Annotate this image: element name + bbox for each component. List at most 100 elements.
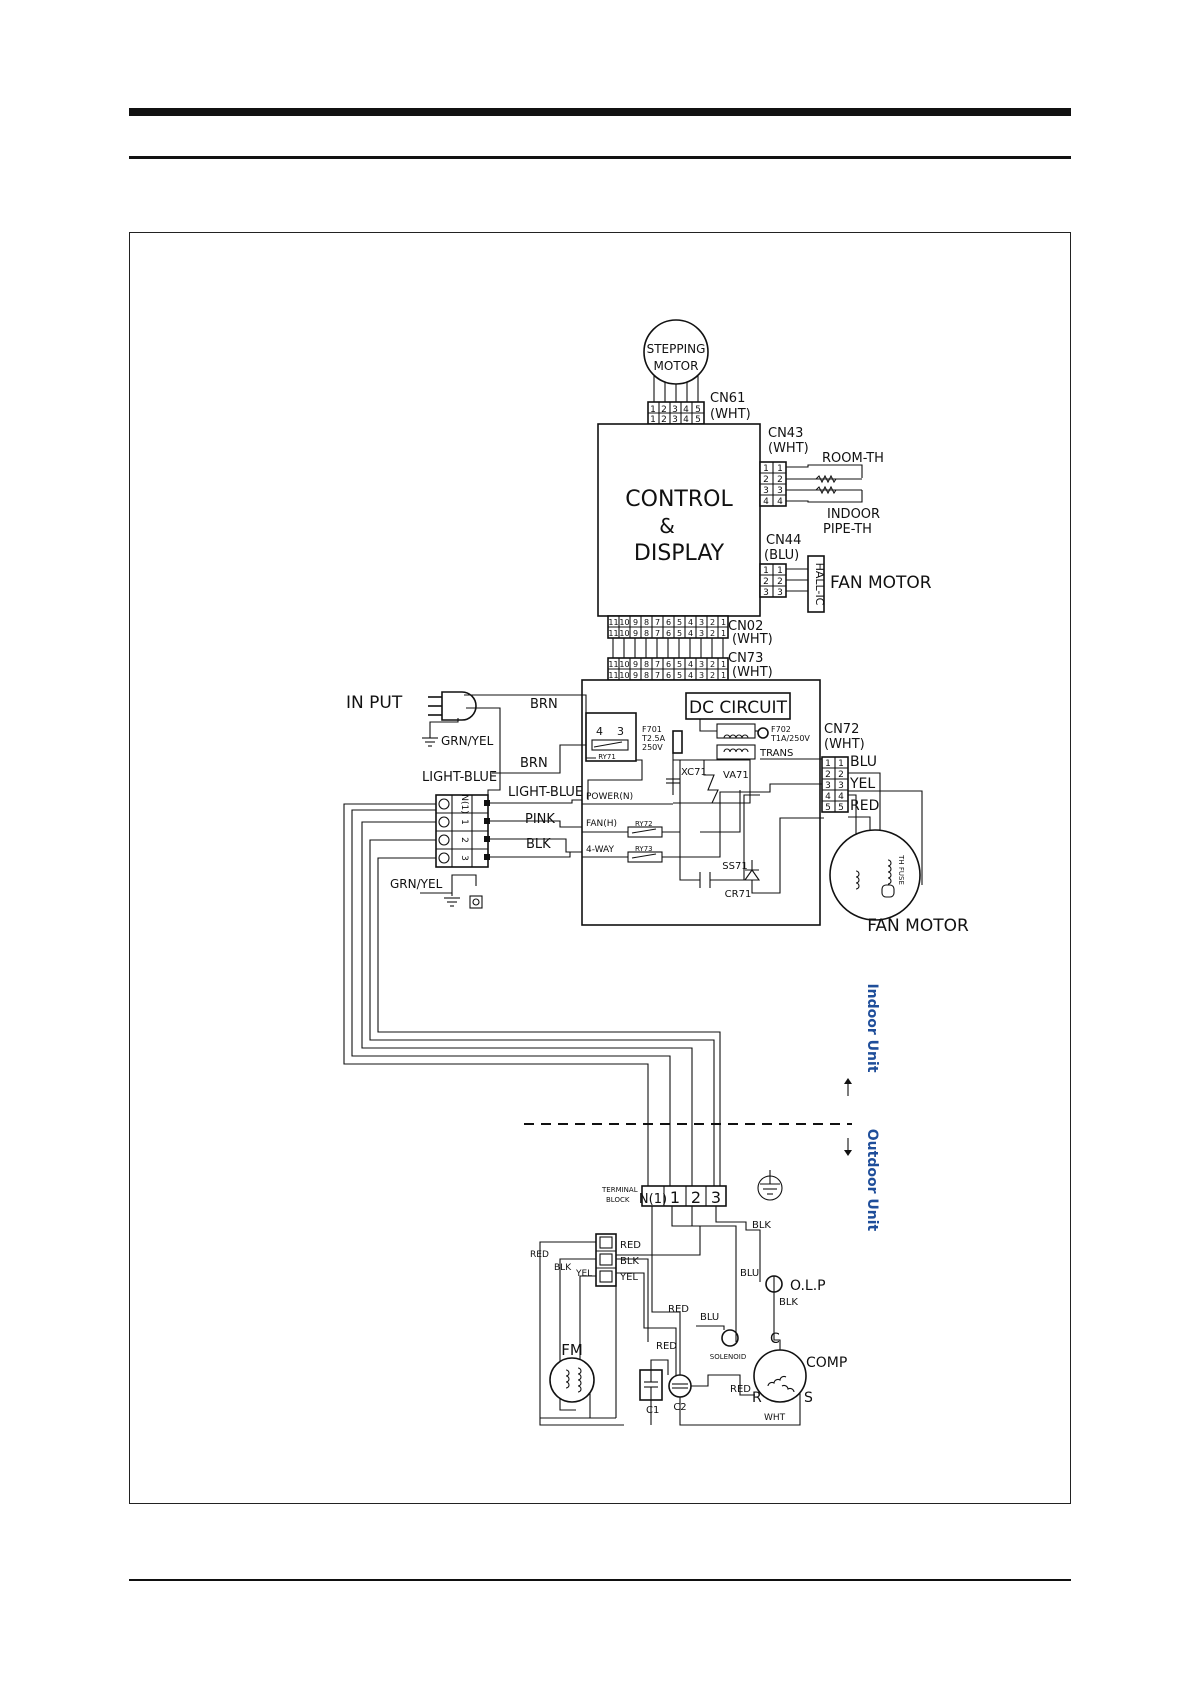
grn-yel-ground-label: GRN/YEL (390, 877, 443, 891)
fan-h-label: FAN(H) (586, 819, 617, 829)
indoor-outdoor-divider: Indoor Unit Outdoor Unit (524, 983, 880, 1232)
indoor-pipe-th-label-1: INDOOR (827, 507, 880, 522)
cn72-red-label: RED (850, 798, 879, 814)
pin-number: 4 (688, 629, 693, 638)
terminal-block-label-1: TERMINAL (601, 1186, 638, 1194)
main-pcb: DC CIRCUIT 4 3 RY71 F701 T2.5A 250V F702… (581, 679, 824, 926)
connector-cn72: CN72 (WHT) 1 2 3 4 5 1 2 3 4 5 BLU YEL R… (821, 722, 923, 885)
pin-number: 6 (666, 660, 671, 669)
blk-wire-label-d: BLK (779, 1297, 798, 1308)
cn61-pin-bottom: 5 (695, 415, 701, 425)
light-blue-label-2: LIGHT-BLUE (508, 785, 583, 800)
pin-number: 2 (710, 618, 715, 627)
ry71-box (585, 712, 637, 762)
pin-number: 3 (699, 618, 704, 627)
pin-number: 9 (633, 660, 638, 669)
ground-screw-icon (469, 895, 483, 909)
xc71-label: XC71 (681, 767, 707, 778)
outdoor-wiring: BLK BLU RED BLK YEL RED BLK YEL RED BLU … (530, 1206, 847, 1426)
indoor-pipe-th-label-2: PIPE-TH (823, 522, 872, 537)
cn02-name: CN02 (728, 619, 763, 634)
pink-label: PINK (525, 812, 555, 827)
cn72-pin: 3 (838, 781, 844, 791)
ss71-label: SS71 (722, 861, 747, 872)
brn-label-2: BRN (520, 756, 548, 771)
stepping-motor: STEPPING MOTOR (643, 319, 709, 402)
f702-fuse (757, 727, 769, 739)
control-label-3: DISPLAY (634, 541, 725, 566)
cn72-pin: 2 (825, 770, 831, 780)
cn61-color: (WHT) (710, 407, 751, 422)
yel-wire-label-a: YEL (619, 1272, 638, 1283)
cn44-pin: 1 (777, 566, 783, 576)
cn43-name: CN43 (768, 426, 803, 441)
red-wire-label-c: RED (668, 1304, 689, 1315)
cn02-color: (WHT) (732, 632, 773, 647)
hall-ic-label: HALL-IC (813, 563, 826, 606)
header-rule-thick (129, 108, 1071, 116)
fan-motor-top-label: FAN MOTOR (830, 573, 932, 593)
hall-ic-box (807, 555, 825, 613)
olp-label: O.L.P (790, 1278, 826, 1294)
va71-label: VA71 (723, 770, 749, 781)
pin-number: 6 (666, 671, 671, 680)
comp-label: COMP (806, 1355, 847, 1371)
pin-number: 1 (721, 629, 726, 638)
f701-label-2: T2.5A (641, 734, 666, 743)
outdoor-terminal-2: 2 (691, 1188, 701, 1207)
cn44-pin: 3 (763, 588, 769, 598)
brn-label-1: BRN (530, 697, 558, 712)
blk-wire-label-c: BLK (554, 1263, 572, 1273)
comp-s-label: S (804, 1390, 813, 1406)
indoor-terminal-2: 2 (459, 837, 469, 843)
cn43-pin: 3 (763, 486, 769, 496)
pin-number: 7 (655, 671, 660, 680)
header-rule-thin (129, 156, 1071, 159)
outdoor-fan-motor (549, 1357, 595, 1403)
pin-number: 9 (633, 629, 638, 638)
cn72-blu-label: BLU (850, 754, 877, 770)
footer-rule (129, 1579, 1071, 1581)
pin-number: 1 (721, 660, 726, 669)
cn44-pin: 2 (777, 577, 783, 587)
blk-label: BLK (526, 837, 551, 852)
cn44-pin: 1 (763, 566, 769, 576)
cn61-pin-top: 5 (695, 405, 701, 415)
grn-yel-input-label: GRN/YEL (441, 734, 494, 748)
pin-number: 4 (688, 618, 693, 627)
cn61-pin-bottom: 1 (650, 415, 656, 425)
pin-number: 10 (619, 671, 629, 680)
pin-number: 3 (699, 671, 704, 680)
interconnect-cable (343, 803, 721, 1192)
pin-number: 7 (655, 618, 660, 627)
room-th-thermistor (815, 474, 837, 484)
pin-number: 5 (677, 629, 682, 638)
room-th-label: ROOM-TH (822, 451, 884, 466)
cn72-name: CN72 (824, 722, 859, 737)
red-wire-label-a: RED (620, 1240, 641, 1251)
pin-number: 8 (644, 660, 649, 669)
pin-number: 1 (721, 671, 726, 680)
cn43-pin: 2 (777, 475, 783, 485)
pin-number: 11 (608, 629, 618, 638)
cn44-pin: 2 (763, 577, 769, 587)
transformer-bottom (716, 744, 756, 760)
cn72-yel-label: YEL (849, 776, 875, 792)
ry71-pin-4: 4 (596, 725, 603, 738)
pin-number: 5 (677, 671, 682, 680)
cn72-pin: 4 (838, 792, 844, 802)
control-display-board: CONTROL & DISPLAY (597, 423, 761, 617)
outdoor-unit-label: Outdoor Unit (864, 1129, 880, 1232)
trans-label: TRANS (759, 748, 793, 759)
cn73-color: (WHT) (732, 665, 773, 680)
pin-number: 3 (699, 629, 704, 638)
cn72-pin: 2 (838, 770, 844, 780)
cn43-pin: 3 (777, 486, 783, 496)
red-wire-label-d: RED (656, 1341, 677, 1352)
power-n-label: POWER(N) (586, 792, 633, 802)
yel-wire-label-b: YEL (575, 1269, 592, 1279)
input-plug: IN PUT BRN GRN/YEL BRN LIGHT-BLUE (346, 691, 643, 806)
cn72-pin: 1 (825, 759, 831, 769)
cn72-pin: 1 (838, 759, 844, 769)
